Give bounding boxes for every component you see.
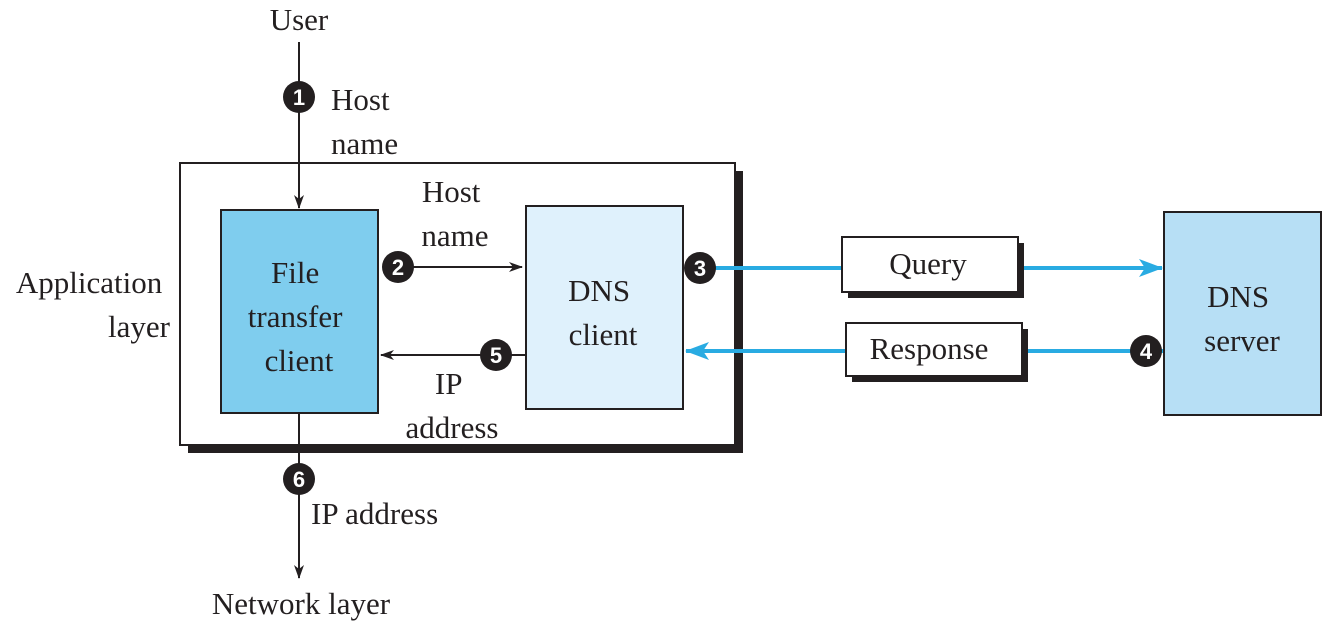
step-5-number: 5: [490, 343, 502, 368]
step-3-marker: [684, 252, 716, 284]
step-4-marker: [1130, 335, 1162, 367]
response-box: [845, 322, 1023, 377]
dns-client-label: DNS client: [568, 273, 638, 352]
step-1-marker: [283, 81, 315, 113]
ip-address-label-5: IP address: [406, 366, 499, 445]
query-box: [841, 236, 1019, 293]
query-label: Query: [889, 246, 967, 281]
step-6-number: 6: [293, 467, 305, 492]
user-label: User: [270, 2, 329, 37]
file-transfer-client-box: [220, 209, 379, 414]
step-2-marker: [382, 251, 414, 283]
dns-server-box: [1163, 211, 1322, 416]
ip-address-label-6: IP address: [311, 496, 438, 531]
step-1-number: 1: [293, 85, 305, 110]
response-label: Response: [870, 331, 989, 366]
host-name-label-1: Host name: [331, 82, 398, 161]
step-3-number: 3: [694, 256, 706, 281]
host-name-label-2: Host name: [421, 174, 488, 253]
application-layer-label: Application layer: [16, 265, 171, 344]
step-4-number: 4: [1140, 339, 1153, 364]
dns-client-box: [525, 205, 684, 410]
step-5-marker: [480, 339, 512, 371]
dns-server-label: DNS server: [1204, 279, 1280, 358]
file-transfer-client-label: File transfer client: [248, 255, 350, 378]
step-6-marker: [283, 463, 315, 495]
network-layer-label: Network layer: [212, 586, 391, 621]
step-2-number: 2: [392, 255, 404, 280]
